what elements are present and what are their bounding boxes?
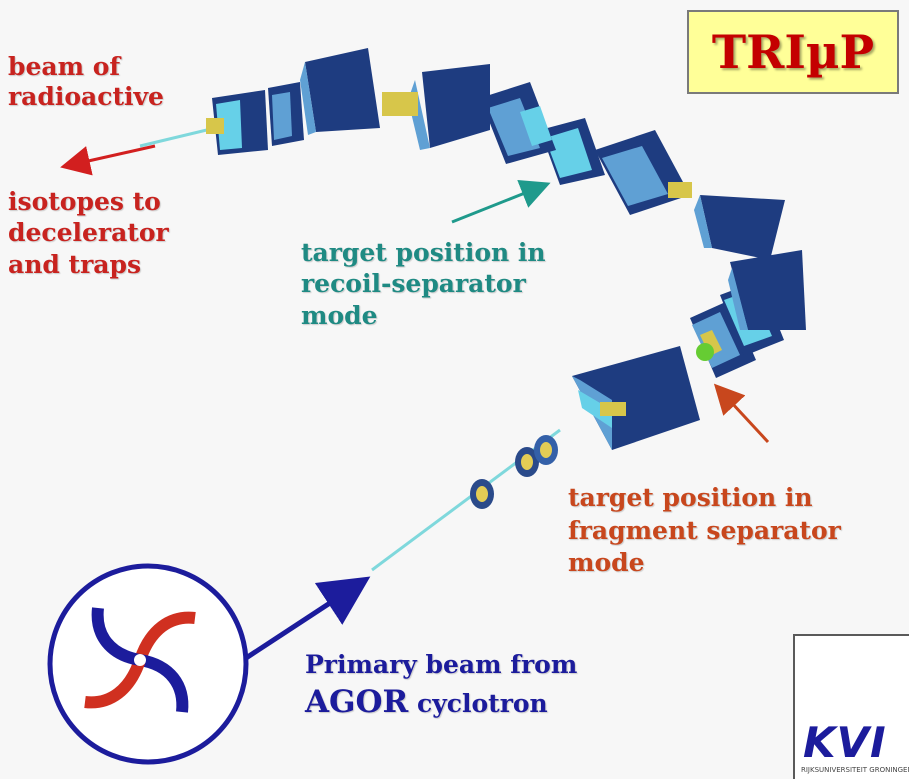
exit-beam-label: beam of radioactive <box>8 52 164 112</box>
label-line: isotopes to <box>8 187 161 216</box>
label-line: decelerator <box>8 218 169 248</box>
title-box: TRIµP <box>687 10 899 94</box>
page-title: TRIµP <box>711 25 875 79</box>
isotopes-label: isotopes to decelerator and traps <box>8 186 169 280</box>
quadrupole-magnet <box>206 82 304 155</box>
label-line: target position in <box>568 483 813 512</box>
label-line: recoil-separator <box>301 269 526 299</box>
agor-label: AGOR <box>305 684 409 720</box>
recoil-target-label: target position in recoil-separator mode <box>301 237 546 331</box>
fragment-target-label: target position in fragment separator mo… <box>568 482 841 580</box>
kvi-logo-text: KVI <box>803 718 887 767</box>
primary-beam-label: Primary beam from AGOR cyclotron <box>305 650 577 721</box>
kvi-logo: KVI RIJKSUNIVERSITEIT GRONINGEN <box>793 634 909 779</box>
primary-beam-arrow <box>238 576 371 665</box>
recoil-target-arrow <box>451 179 551 224</box>
injection-quadrupole <box>470 435 558 509</box>
fragment-target-arrow <box>713 383 770 444</box>
label-line: mode <box>568 548 645 577</box>
dipole-magnet <box>300 48 490 150</box>
label-line: Primary beam from <box>305 650 578 679</box>
dipole-magnet <box>694 195 806 330</box>
quadrupole-magnet <box>480 82 692 215</box>
agor-cyclotron-logo <box>47 563 249 765</box>
label-line: target position in <box>301 238 546 267</box>
label-line: and traps <box>8 249 142 279</box>
dipole-magnet <box>572 346 700 450</box>
beam-pipe <box>139 126 561 572</box>
label-line: fragment separator <box>568 515 841 545</box>
label-line: beam of <box>8 52 121 81</box>
exit-beam-arrow <box>60 144 156 176</box>
cyclotron-label: cyclotron <box>417 689 548 718</box>
label-line: radioactive <box>8 82 164 111</box>
kvi-logo-subtitle: RIJKSUNIVERSITEIT GRONINGEN <box>801 766 909 774</box>
label-line: mode <box>301 300 378 330</box>
